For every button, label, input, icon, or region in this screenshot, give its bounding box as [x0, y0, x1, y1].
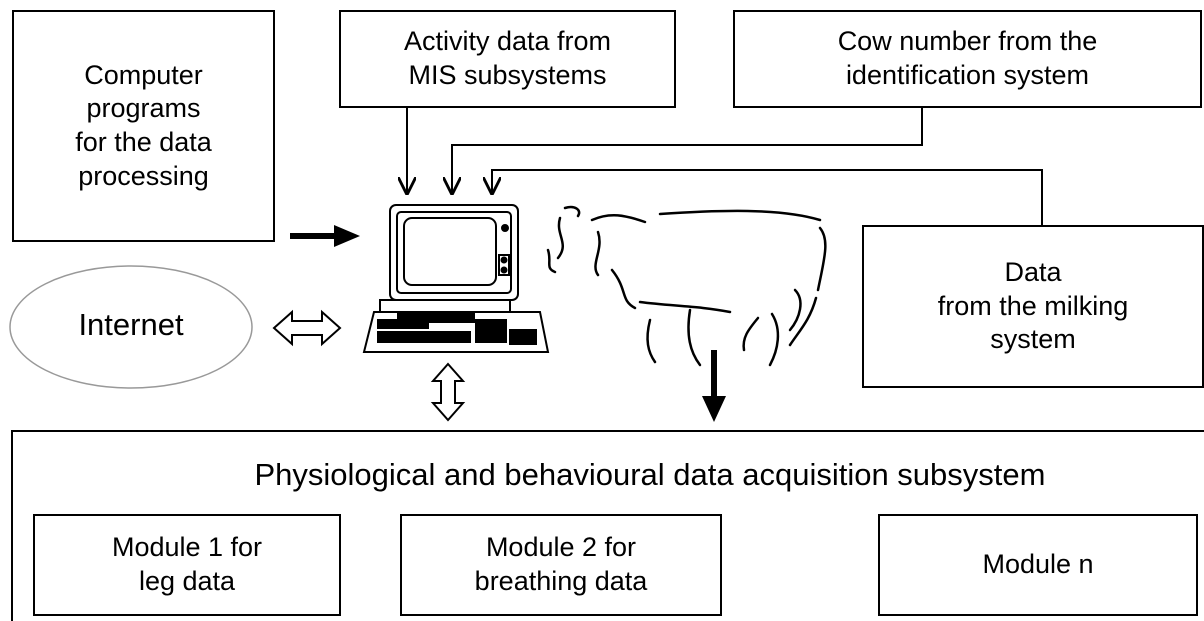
cow-number-label: Cow number from the identification syste… — [837, 26, 1098, 90]
module-n-label: Module n — [982, 549, 1094, 580]
cow-number-box: Cow number from the identification syste… — [733, 10, 1202, 108]
module-1-box: Module 1 for leg data — [33, 514, 341, 616]
activity-data-label: Activity data from MIS subsystems — [403, 26, 612, 90]
computer-icon — [362, 204, 550, 353]
programs-arrow — [290, 225, 360, 247]
computer-programs-label: Computer programs for the data processin… — [75, 59, 212, 191]
double-arrow-vertical-icon — [430, 362, 466, 422]
module-n-box: Module n — [878, 514, 1198, 616]
cow-number-arrow — [452, 108, 923, 193]
cow-icon — [546, 205, 827, 367]
module-2-box: Module 2 for breathing data — [400, 514, 722, 616]
milking-data-box: Data from the milking system — [862, 225, 1204, 388]
subsystem-title: Physiological and behavioural data acqui… — [254, 457, 1046, 492]
milking-data-label: Data from the milking system — [937, 256, 1129, 355]
module-2-label: Module 2 for breathing data — [474, 532, 648, 596]
milking-arrow — [492, 169, 1043, 225]
internet-ellipse — [9, 265, 253, 389]
cow-down-arrow — [702, 350, 726, 422]
internet-label: Internet — [78, 307, 184, 342]
computer-programs-box: Computer programs for the data processin… — [12, 10, 275, 242]
module-1-label: Module 1 for leg data — [111, 532, 263, 596]
double-arrow-horizontal-icon — [272, 309, 342, 347]
activity-data-box: Activity data from MIS subsystems — [339, 10, 676, 108]
